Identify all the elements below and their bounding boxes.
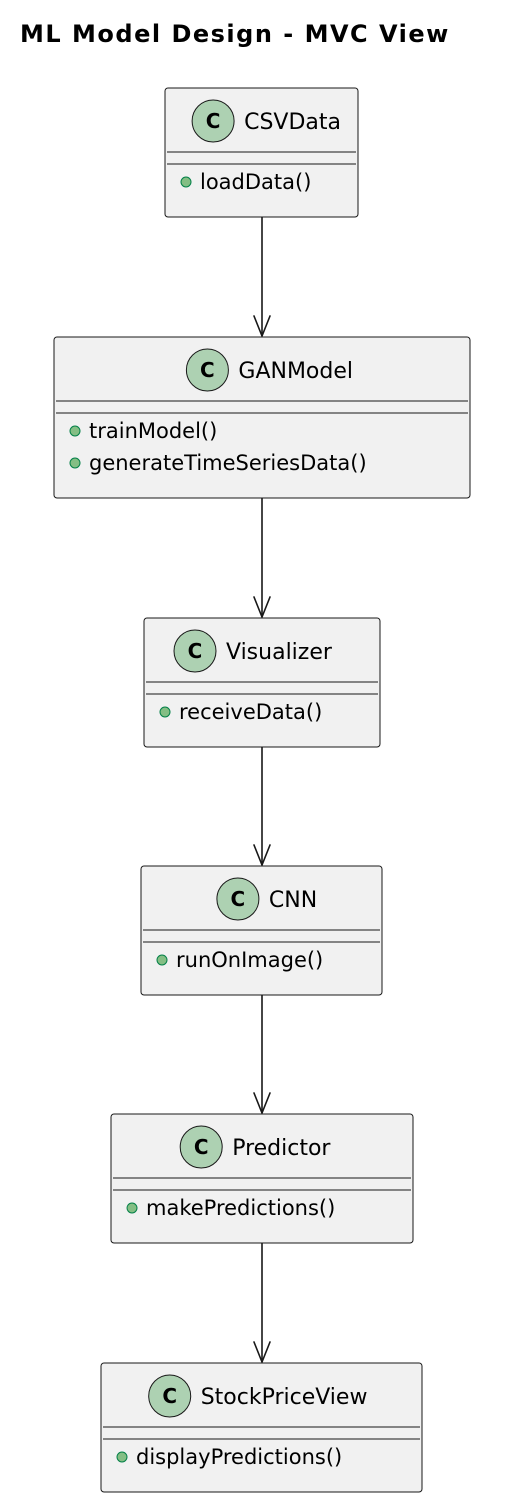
class-name: GANModel [238, 359, 353, 384]
class-nodes: C CSVData loadData() C GANModel trainModel() g… [53, 87, 471, 1493]
class-spot-letter: C [200, 358, 215, 382]
class-ganmodel[interactable]: C GANModel trainModel() generateTimeSeriesD… [53, 336, 471, 499]
relation-arrows [253, 217, 271, 1363]
class-cnn[interactable]: C CNN runOnImage() [140, 865, 383, 996]
class-spot-icon [216, 877, 260, 921]
public-visibility-icon [156, 954, 168, 966]
arrowhead-icon [253, 315, 271, 337]
class-spot-icon [191, 99, 235, 143]
class-spot-letter: C [188, 639, 203, 663]
class-spot-letter: C [206, 109, 221, 133]
class-predictor[interactable]: C Predictor makePredictions() [110, 1113, 414, 1244]
class-visualizer[interactable]: C Visualizer receiveData() [143, 617, 381, 748]
class-box [53, 336, 471, 499]
class-csvdata[interactable]: C CSVData loadData() [164, 87, 359, 218]
class-method: runOnImage() [176, 948, 323, 972]
class-method: loadData() [200, 170, 311, 194]
arrowhead-icon [253, 1092, 271, 1114]
diagram-title: ML Model Design - MVC View [20, 20, 450, 48]
relation-arrow-ganmodel-visualizer [253, 498, 271, 618]
class-spot-icon [173, 629, 217, 673]
public-visibility-icon [69, 425, 81, 437]
class-method: makePredictions() [146, 1196, 335, 1220]
class-spot-letter: C [162, 1384, 177, 1408]
class-method: generateTimeSeriesData() [89, 451, 367, 475]
class-spot-letter: C [231, 887, 246, 911]
class-spot-icon [148, 1374, 192, 1418]
relation-arrow-csvdata-ganmodel [253, 217, 271, 337]
class-name: Predictor [232, 1136, 331, 1161]
relation-arrow-visualizer-cnn [253, 747, 271, 866]
class-name: StockPriceView [201, 1385, 368, 1410]
public-visibility-icon [69, 457, 81, 469]
class-name: Visualizer [226, 640, 333, 665]
arrowhead-icon [253, 596, 271, 618]
relation-arrow-predictor-stockpriceview [253, 1243, 271, 1363]
arrowhead-icon [253, 844, 271, 866]
public-visibility-icon [126, 1202, 138, 1214]
class-method: trainModel() [89, 419, 217, 443]
class-spot-letter: C [194, 1135, 209, 1159]
class-spot-icon [179, 1125, 223, 1169]
public-visibility-icon [159, 706, 171, 718]
class-method: receiveData() [179, 700, 322, 724]
public-visibility-icon [116, 1451, 128, 1463]
class-spot-icon [185, 348, 229, 392]
class-method: displayPredictions() [136, 1445, 342, 1469]
class-name: CSVData [244, 110, 341, 135]
class-name: CNN [269, 888, 317, 913]
relation-arrow-cnn-predictor [253, 995, 271, 1114]
arrowhead-icon [253, 1341, 271, 1363]
public-visibility-icon [180, 176, 192, 188]
class-stockpriceview[interactable]: C StockPriceView displayPredictions() [100, 1362, 423, 1493]
